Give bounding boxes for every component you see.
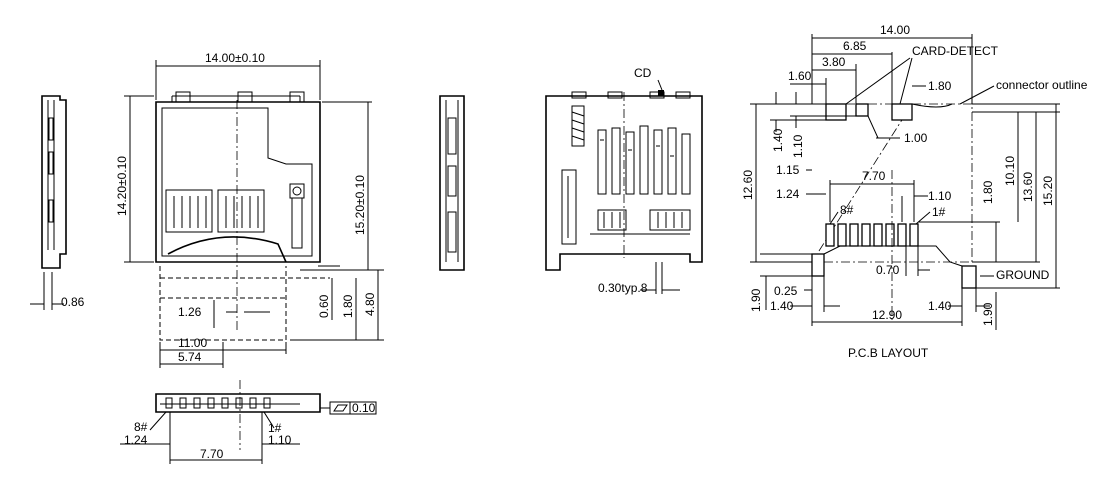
- bottom-pin8: 8#: [134, 420, 148, 434]
- pcb-dim-1290: 12.90: [872, 308, 902, 322]
- pcb-dim-110h: 1.10: [928, 189, 952, 203]
- pcb-dim-180b: 1.80: [981, 180, 995, 204]
- pcb-dim-1360: 13.60: [1021, 172, 1035, 202]
- bottom-dim-110: 1.10: [268, 433, 292, 447]
- pcb-dim-770: 7.70: [862, 169, 886, 183]
- pcb-pin8: 8#: [840, 203, 854, 217]
- pcb-dim-070: 0.70: [876, 263, 900, 277]
- pcb-dim-124: 1.24: [776, 187, 800, 201]
- bottom-dim-124: 1.24: [124, 433, 148, 447]
- pcb-dim-1520: 15.20: [1041, 176, 1055, 206]
- pcb-dim-1010: 10.10: [1003, 156, 1017, 186]
- front-view: 14.00±0.10 14.20±0.10 15.20±0.10 4.80 1.…: [115, 51, 384, 368]
- pcb-outline-note: connector outline: [996, 78, 1088, 92]
- pcb-dim-140a: 1.40: [770, 299, 794, 313]
- pcb-dim-190a: 1.90: [749, 288, 763, 312]
- side-view-left: 0.86: [30, 95, 85, 310]
- pcb-caption: P.C.B LAYOUT: [848, 346, 929, 360]
- pcb-dim-180a: 1.80: [928, 79, 952, 93]
- pcb-dim-140v: 1.40: [771, 128, 785, 152]
- front-dim-574: 5.74: [178, 350, 202, 364]
- pcb-dim-115: 1.15: [776, 163, 800, 177]
- front-dim-126: 1.26: [178, 305, 202, 319]
- pcb-ground: GROUND: [996, 268, 1050, 282]
- side-thickness-dim: 0.86: [61, 295, 85, 309]
- pcb-dim-160: 1.60: [788, 69, 812, 83]
- front-total-height-dim: 15.20±0.10: [353, 175, 367, 235]
- front-dim-060: 0.60: [317, 294, 331, 318]
- pcb-pad-cd-right: [891, 103, 913, 121]
- pcb-pad-top-left: [825, 103, 847, 121]
- pcb-layout: 14.00 6.85 3.80 1.60 1.80 1.00 CARD-DETE…: [741, 23, 1088, 360]
- bottom-flatness: 0.10: [352, 401, 376, 415]
- pcb-dim-685: 6.85: [843, 39, 867, 53]
- contact-cd-label: CD: [634, 66, 652, 80]
- bottom-view: 8# 1# 1.24 1.10 7.70 0.10: [120, 380, 377, 464]
- pcb-dim-380: 3.80: [822, 55, 846, 69]
- bottom-dim-770: 7.70: [200, 447, 224, 461]
- front-width-dim: 14.00±0.10: [205, 51, 265, 65]
- contact-pitch-dim: 0.30typ.8: [598, 281, 648, 295]
- bottom-pin1: 1#: [268, 421, 282, 435]
- side-view-right: [439, 95, 465, 271]
- pcb-pin1: 1#: [932, 205, 946, 219]
- pcb-dim-1400: 14.00: [880, 23, 910, 37]
- front-dim-180: 1.80: [341, 294, 355, 318]
- pcb-dim-100: 1.00: [904, 131, 928, 145]
- pcb-pad-cd-small: [855, 103, 869, 117]
- pcb-dim-110v: 1.10: [791, 134, 805, 158]
- pcb-dim-025: 0.25: [774, 284, 798, 298]
- front-height-dim: 14.20±0.10: [115, 156, 129, 216]
- pcb-pad-ground-left: [811, 253, 825, 277]
- pcb-pad-ground-right: [961, 265, 977, 289]
- contact-view: CD 0.30typ.8: [545, 66, 703, 295]
- pcb-card-detect: CARD-DETECT: [912, 44, 999, 58]
- front-dim-1100: 11.00: [178, 336, 207, 350]
- pcb-dim-1260: 12.60: [741, 170, 755, 200]
- pcb-dim-140b: 1.40: [928, 299, 952, 313]
- pcb-dim-190b: 1.90: [981, 302, 995, 326]
- front-eject-dim: 4.80: [363, 292, 377, 316]
